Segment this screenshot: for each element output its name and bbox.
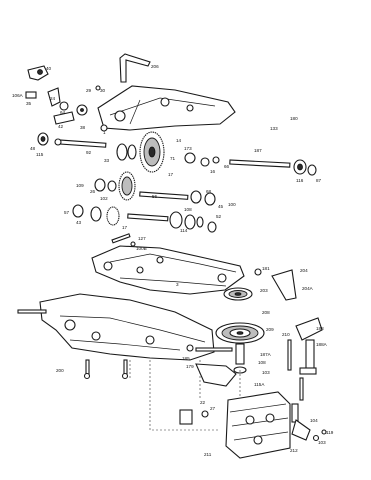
callout-22: 22 [200,400,206,405]
callout-33: 33 [104,158,110,163]
callout-188: 188 [316,326,324,331]
callout-187: 187 [254,148,262,153]
callout-109: 109 [76,183,84,188]
right-shaft-116 [184,152,317,176]
callout-100: 100 [228,202,236,207]
callout-35: 35 [26,101,32,106]
callout-66: 66 [224,164,230,169]
callout-127: 127 [138,236,146,241]
callout-209: 209 [266,327,274,332]
callout-212: 212 [290,448,298,453]
callout-100b: 100B [136,246,147,251]
callout-179: 179 [186,364,194,369]
callout-57: 57 [64,210,70,215]
callout-17: 17 [168,172,174,177]
callout-206: 206 [151,64,159,69]
callout-26: 26 [90,189,96,194]
callout-64: 64 [60,110,66,115]
callout-29: 29 [86,88,92,93]
callout-16: 16 [210,169,216,174]
callout-114: 114 [180,228,188,233]
callout-203: 203 [260,288,268,293]
callout-27: 27 [210,406,216,411]
callout-1: 1 [103,130,106,135]
shift-linkage-parts [25,65,108,132]
right-brackets [287,317,323,375]
callout-204: 204 [300,268,308,273]
callout-56: 56 [152,194,158,199]
upper-housing-cover [97,85,236,131]
callout-115a: 115A [254,382,265,387]
callout-173: 173 [184,146,192,151]
callout-38: 38 [80,125,86,130]
callout-104: 104 [310,418,318,423]
bracket-179 [195,363,237,387]
callout-115: 115 [36,152,44,157]
lower-gear-cluster [72,204,217,233]
callout-52: 52 [216,214,222,219]
callout-24: 24 [50,96,56,101]
callout-210: 210 [282,332,290,337]
callout-181: 181 [262,266,270,271]
callout-103b: 103 [318,440,326,445]
callout-108b: 108 [258,360,266,365]
callout-103: 103 [262,370,270,375]
projection-lines [129,360,241,431]
callout-17b: 17 [122,225,128,230]
callout-200: 200 [56,368,64,373]
callout-3: 3 [176,282,179,287]
callout-40: 40 [46,66,52,71]
callout-42: 42 [58,124,64,129]
callout-30: 30 [100,88,106,93]
fan-pulley-208 [215,322,265,374]
callout-208: 208 [262,310,270,315]
callout-185: 185 [182,356,190,361]
intermediate-gear [94,171,216,206]
left-shaft-115 [37,132,107,148]
callout-106a: 106A [12,93,24,98]
callout-102: 102 [100,196,108,201]
callout-108: 108 [184,207,192,212]
callout-14: 14 [176,138,182,143]
right-small-parts [291,377,327,442]
callout-71: 71 [170,156,176,161]
pulley-203 [223,268,297,301]
callout-43: 43 [76,220,82,225]
callout-180: 180 [290,116,298,121]
callout-45: 45 [218,204,224,209]
mounting-bolts [83,359,129,380]
callout-133: 133 [270,126,278,131]
gearbox-block [179,391,291,459]
callout-87: 87 [316,178,322,183]
callout-116: 116 [296,178,304,183]
callout-68: 68 [206,189,212,194]
callout-188a: 188A [316,342,328,347]
callout-187a: 187A [260,352,272,357]
callout-211: 211 [204,452,212,457]
callout-labels: 206 40 106A 35 24 64 29 30 1 42 38 48 14… [12,64,334,457]
callout-48: 48 [30,146,36,151]
lever-206 [119,53,151,83]
differential-ring-gear [116,131,165,173]
lower-transaxle-housing [17,293,233,361]
center-case-3 [91,245,245,295]
callout-119: 119 [326,430,334,435]
callout-204a: 204A [302,286,314,291]
pin-parts [111,233,136,247]
callout-92: 92 [86,150,92,155]
